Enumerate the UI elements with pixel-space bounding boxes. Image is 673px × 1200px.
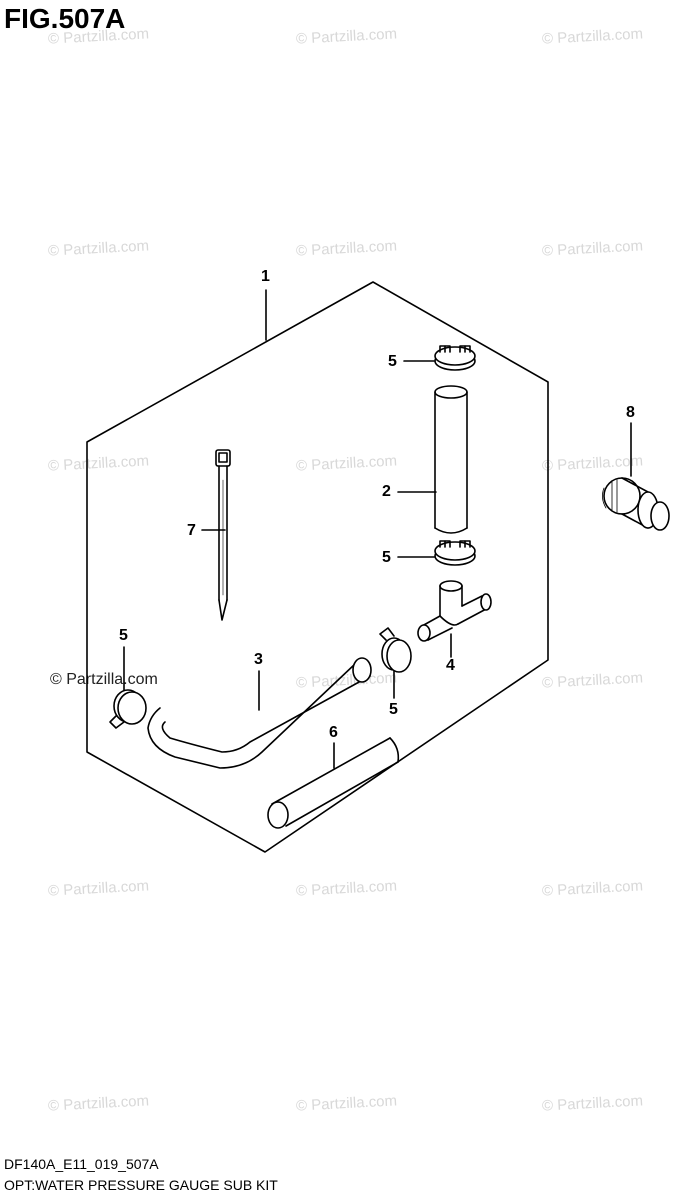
- clamp-lower-part: [379, 627, 412, 673]
- tee-fitting-part: [417, 580, 492, 642]
- callout-hose-upper: 2: [382, 483, 391, 500]
- callout-clamp-mid: 5: [382, 549, 391, 566]
- callout-adapter: 8: [626, 404, 635, 421]
- figure-title: FIG.507A: [4, 3, 126, 34]
- callout-clamp-top: 5: [388, 353, 397, 370]
- clamp-left-part: [109, 689, 147, 729]
- hose-upper-part: [434, 385, 468, 534]
- model-code: DF140A_E11_019_507A: [4, 1156, 159, 1172]
- watermark-dark: © Partzilla.com: [50, 671, 158, 688]
- callout-cable-tie: 7: [187, 522, 196, 539]
- cable-tie-part: [215, 449, 231, 621]
- callout-hose-straight: 6: [329, 724, 338, 741]
- clamp-mid-part: [434, 540, 476, 566]
- callout-tee-fitting: 4: [446, 657, 455, 674]
- callout-hose-bent: 3: [254, 651, 263, 668]
- figure-caption: OPT:WATER PRESSURE GAUGE SUB KIT: [4, 1177, 278, 1193]
- callout-clamp-left: 5: [119, 627, 128, 644]
- callout-clamp-lower: 5: [389, 701, 398, 718]
- kit-outline: [86, 281, 549, 853]
- adapter-part: [602, 477, 670, 531]
- callout-kit: 1: [261, 268, 270, 285]
- hose-bent-part: [147, 657, 372, 769]
- hose-straight-part: [267, 737, 400, 829]
- clamp-top-part: [434, 345, 476, 371]
